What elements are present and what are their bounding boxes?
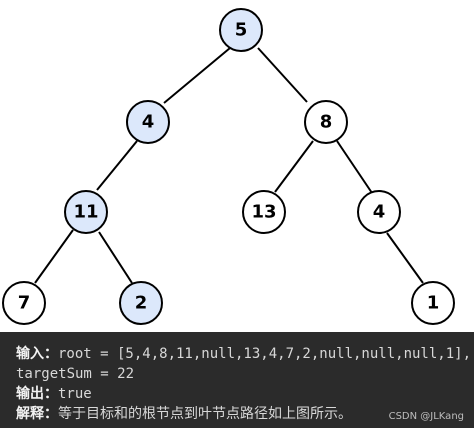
tree-node-8-value: 8 bbox=[320, 112, 333, 133]
input-line: 输入：root = [5,4,8,11,null,13,4,7,2,null,n… bbox=[16, 344, 471, 364]
tree-node-5: 5 bbox=[219, 8, 263, 52]
watermark: CSDN @JLKang bbox=[388, 411, 464, 422]
example-panel: 输入：root = [5,4,8,11,null,13,4,7,2,null,n… bbox=[0, 332, 474, 428]
tree-node-4-right-value: 4 bbox=[373, 202, 386, 223]
target-sum-text: targetSum = 22 bbox=[16, 366, 135, 382]
tree-node-4-right: 4 bbox=[357, 190, 401, 234]
explanation-label: 解释： bbox=[16, 406, 58, 422]
input-root-text: root = [5,4,8,11,null,13,4,7,2,null,null… bbox=[58, 346, 472, 362]
tree-node-7: 7 bbox=[2, 281, 46, 325]
tree-edges bbox=[34, 47, 424, 284]
tree-node-2-value: 2 bbox=[135, 293, 148, 314]
tree-node-13-value: 13 bbox=[251, 202, 276, 223]
edge-11-2 bbox=[98, 231, 133, 284]
binary-tree-diagram: 5 4 8 11 13 4 7 2 1 bbox=[2, 8, 455, 325]
tree-node-4-left: 4 bbox=[126, 100, 170, 144]
explanation-text: 等于目标和的根节点到叶节点路径如上图所示。 bbox=[58, 406, 352, 422]
edge-11-7 bbox=[34, 229, 74, 284]
tree-node-2: 2 bbox=[119, 281, 163, 325]
output-line: 输出：true bbox=[16, 384, 92, 404]
tree-node-4-left-value: 4 bbox=[142, 112, 155, 133]
tree-node-1-value: 1 bbox=[427, 293, 440, 314]
target-line: targetSum = 22 bbox=[16, 364, 134, 384]
explanation-line: 解释：等于目标和的根节点到叶节点路径如上图所示。 bbox=[16, 404, 352, 424]
tree-node-1: 1 bbox=[411, 281, 455, 325]
tree-node-7-value: 7 bbox=[18, 293, 31, 314]
edge-5-4 bbox=[163, 47, 231, 104]
output-label: 输出： bbox=[16, 386, 58, 402]
tree-node-11: 11 bbox=[64, 190, 108, 234]
edge-8-4 bbox=[336, 140, 373, 194]
tree-node-13: 13 bbox=[242, 190, 286, 234]
edge-8-13 bbox=[274, 140, 314, 193]
tree-node-5-value: 5 bbox=[235, 20, 248, 41]
tree-node-11-value: 11 bbox=[73, 202, 98, 223]
output-value: true bbox=[58, 386, 92, 402]
edge-4-1 bbox=[386, 232, 424, 284]
input-label: 输入： bbox=[16, 346, 58, 362]
tree-node-8: 8 bbox=[304, 100, 348, 144]
edge-5-8 bbox=[257, 47, 308, 103]
edge-4-11 bbox=[96, 140, 138, 191]
